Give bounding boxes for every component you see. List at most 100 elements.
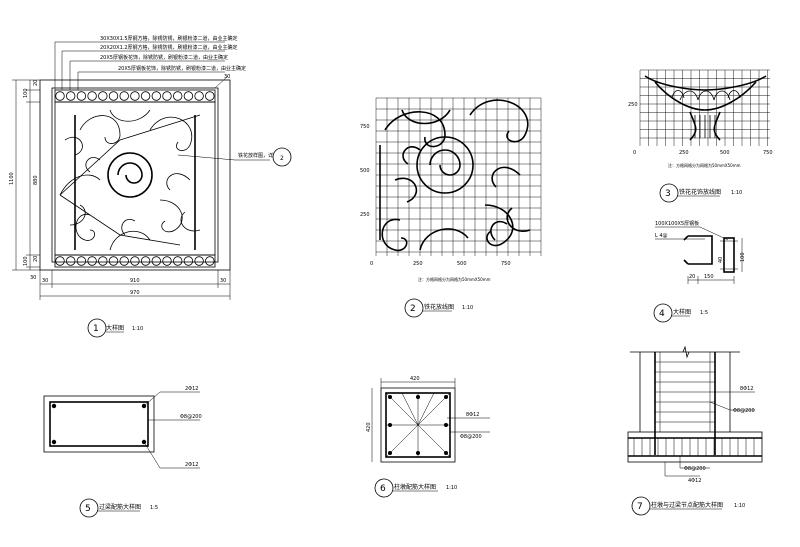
- panel-7-break-mark: [682, 345, 690, 359]
- panel-6-title-circle: [374, 478, 394, 498]
- panel-7-lintel-ties: [633, 438, 755, 456]
- panel-3-x-tick-500: 500: [720, 150, 730, 156]
- panel-1-top-dim-leader: [214, 75, 229, 89]
- panel-1-title: 大样图: [106, 324, 124, 332]
- panel-1-top-rings: [55, 91, 215, 101]
- panel-1-dim-left-a: 20: [33, 80, 39, 86]
- panel-1-note-4: 20X5厚钢板花饰，除锈防锈，刷银粉漆二道，由业主确定: [118, 65, 246, 72]
- panel-2-y-tick-250: 250: [360, 212, 370, 218]
- panel-3-vase-ornament: 250 0 250 500 750 注：方格网格分为网格为50mmX50mm 3…: [628, 69, 773, 203]
- panel-2-x-tick-750: 750: [501, 261, 511, 267]
- panel-1-dim-bottom-right: 30: [220, 278, 226, 284]
- panel-4-title-number: 4: [659, 309, 665, 319]
- panel-3-note: 注：方格网格分为网格为50mmX50mm: [668, 162, 741, 168]
- panel-2-title-circle: [404, 298, 424, 318]
- panel-1-note-1: 30X30X1.5厚钢方格，除锈防锈，刷银粉漆二道，由业主确定: [100, 35, 238, 42]
- panel-7-lintel: [627, 431, 763, 463]
- panel-1-scroll-ornament: [59, 109, 201, 251]
- panel-5-bar-bottom-left: [51, 439, 57, 445]
- panel-5-mid-note: Φ8@200: [180, 414, 202, 420]
- ring: [98, 256, 108, 266]
- ring: [162, 256, 172, 266]
- ring: [130, 256, 140, 266]
- rebar-dot: [388, 451, 392, 455]
- panel-2-setting-out-grid: 750 500 250 0 250 500 750 注：方格网格分为网格为50m…: [360, 97, 542, 318]
- rebar-dot: [444, 423, 448, 427]
- panel-2-x-tick-500: 500: [457, 261, 467, 267]
- panel-6-dim-left: 420: [366, 422, 372, 432]
- ring: [205, 91, 215, 101]
- ring: [119, 91, 129, 101]
- panel-4-title: 大样图: [673, 308, 691, 316]
- panel-1-note-leaders: [54, 41, 225, 90]
- panel-4-anchor-hooks: [683, 235, 689, 265]
- panel-5-title-number: 5: [85, 504, 91, 514]
- panel-1-dim-left-d: 20: [33, 256, 39, 262]
- ring: [108, 91, 119, 101]
- panel-1-callout-text: 铁花放样图，详: [238, 152, 273, 159]
- panel-5-concrete-outline: [43, 395, 155, 453]
- ring: [205, 256, 215, 266]
- panel-2-y-tick-500: 500: [360, 168, 370, 174]
- rebar-dot: [388, 395, 392, 399]
- panel-1-outer-frame: [39, 79, 231, 271]
- ring: [55, 91, 65, 101]
- panel-4-side-note: L 4@: [655, 233, 668, 239]
- panel-7-note-c: Φ8@200: [684, 466, 706, 472]
- ring: [55, 256, 65, 266]
- panel-6-rebar-dots: [388, 395, 448, 455]
- panel-5-top-note: 2Φ12: [185, 386, 198, 392]
- panel-1-note-3: 20X5厚钢板花饰，除锈防锈，刷银粉漆二道，由业主确定: [100, 54, 228, 61]
- ring: [119, 256, 129, 266]
- ring: [87, 256, 97, 266]
- ring: [65, 256, 76, 266]
- panel-1-railing-elevation: 30X30X1.5厚钢方格，除锈防锈，刷银粉漆二道，由业主确定 20X20X1.…: [9, 35, 292, 338]
- panel-1-dim-left-bottom: 30: [30, 275, 36, 281]
- panel-2-note: 注：方格网格分为网格为50mmX50mm: [418, 276, 491, 282]
- panel-4-anchor-bar: [688, 235, 713, 265]
- panel-7-tie-lines: [655, 361, 715, 423]
- panel-4-title-circle: [653, 303, 673, 323]
- panel-1-dim-left-total: 1100: [9, 172, 15, 185]
- panel-7-leader-d: [664, 462, 700, 477]
- panel-1-callout-leader: [177, 154, 236, 161]
- panel-5-bar-top-left: [51, 403, 57, 409]
- panel-2-x-tick-250: 250: [413, 261, 423, 267]
- ring: [151, 91, 162, 101]
- rebar-dot: [444, 395, 448, 399]
- panel-2-x-tick-0: 0: [370, 261, 373, 267]
- panel-1-inner-frame: [51, 87, 219, 263]
- panel-7-joint-detail: 8Φ12 Φ8@200 Φ8@200 4Φ12 7 柱墩与过梁节点配筋大样图 1…: [627, 345, 763, 516]
- panel-6-pier-outline: [380, 387, 456, 463]
- panel-4-plate: [723, 237, 735, 273]
- panel-3-y-tick: 250: [628, 102, 638, 108]
- ring: [76, 91, 87, 101]
- panel-5-top-leader: [143, 391, 200, 407]
- panel-3-scale: 1:10: [731, 190, 742, 196]
- panel-1-ornament-field: [54, 101, 216, 256]
- panel-3-x-tick-0: 0: [633, 150, 636, 156]
- ring: [140, 256, 151, 266]
- panel-6-pier-plan: 420 420 8Φ12 Φ8@200 6 柱墩配筋大样图 1:10: [366, 376, 490, 498]
- panel-3-title-number: 3: [665, 189, 671, 199]
- panel-1-dim-left-b: 100: [23, 88, 29, 98]
- panel-3-title: 铁花花饰放线图: [679, 188, 721, 196]
- panel-2-title-number: 2: [410, 304, 416, 314]
- ring: [108, 256, 119, 266]
- panel-1-dim-left-c: 880: [33, 175, 39, 185]
- panel-5-stirrup: [49, 401, 149, 447]
- panel-6-scale: 1:10: [446, 485, 457, 491]
- ring: [65, 91, 76, 101]
- rebar-dot: [416, 451, 420, 455]
- ring: [162, 91, 172, 101]
- panel-5-bottom-leader: [143, 441, 200, 469]
- panel-3-vase-outline: [644, 75, 767, 141]
- rebar-dot: [388, 423, 392, 427]
- panel-7-note-b: Φ8@200: [733, 408, 755, 414]
- panel-1-callout-circle: [272, 147, 292, 167]
- panel-1-left-dimension-chain: [12, 79, 40, 271]
- panel-1-callout-number: 2: [280, 155, 284, 162]
- panel-1-dim-mid: 910: [130, 278, 140, 284]
- panel-7-leader-b: [709, 401, 755, 411]
